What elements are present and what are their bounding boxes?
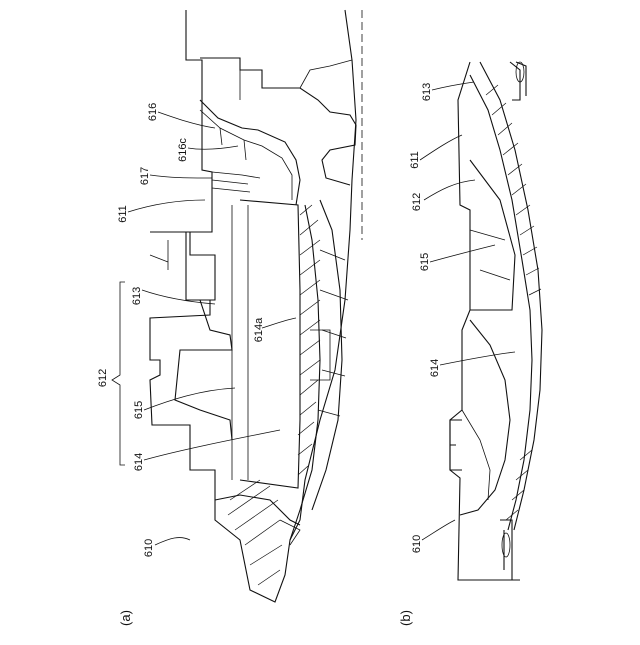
label-610-b: 610	[411, 535, 423, 553]
label-612-b: 612	[411, 193, 423, 211]
housing-outline-a	[150, 10, 356, 602]
part-614-a	[240, 200, 300, 488]
label-615-b: 615	[419, 253, 431, 271]
caption-a: (a)	[118, 610, 133, 626]
label-611-a: 611	[117, 205, 129, 223]
part-613-a	[150, 232, 232, 440]
label-614a-a: 614a	[253, 317, 265, 342]
label-613-a: 613	[131, 287, 143, 305]
label-614-b: 614	[429, 359, 441, 377]
upper-block-a	[200, 58, 356, 185]
label-612-a: 612	[97, 369, 109, 387]
label-610-a: 610	[143, 539, 155, 557]
caption-b: (b)	[398, 610, 413, 626]
label-616c-a: 616c	[177, 138, 189, 162]
label-617-a: 617	[139, 167, 151, 185]
bracket-612	[112, 282, 125, 465]
part-616-a	[200, 100, 300, 205]
label-616-a: 616	[147, 103, 159, 121]
label-615-a: 615	[133, 401, 145, 419]
label-614-a: 614	[133, 453, 145, 471]
hatch-b	[486, 85, 541, 520]
label-611-b: 611	[409, 151, 421, 169]
part-614-b	[470, 75, 532, 530]
label-613-b: 613	[421, 83, 433, 101]
labels: 616 616c 617 611 613 612 615 614 614a 61…	[97, 83, 441, 626]
panel-a	[112, 10, 362, 602]
panel-b	[420, 62, 542, 580]
hatch-a	[228, 205, 320, 585]
